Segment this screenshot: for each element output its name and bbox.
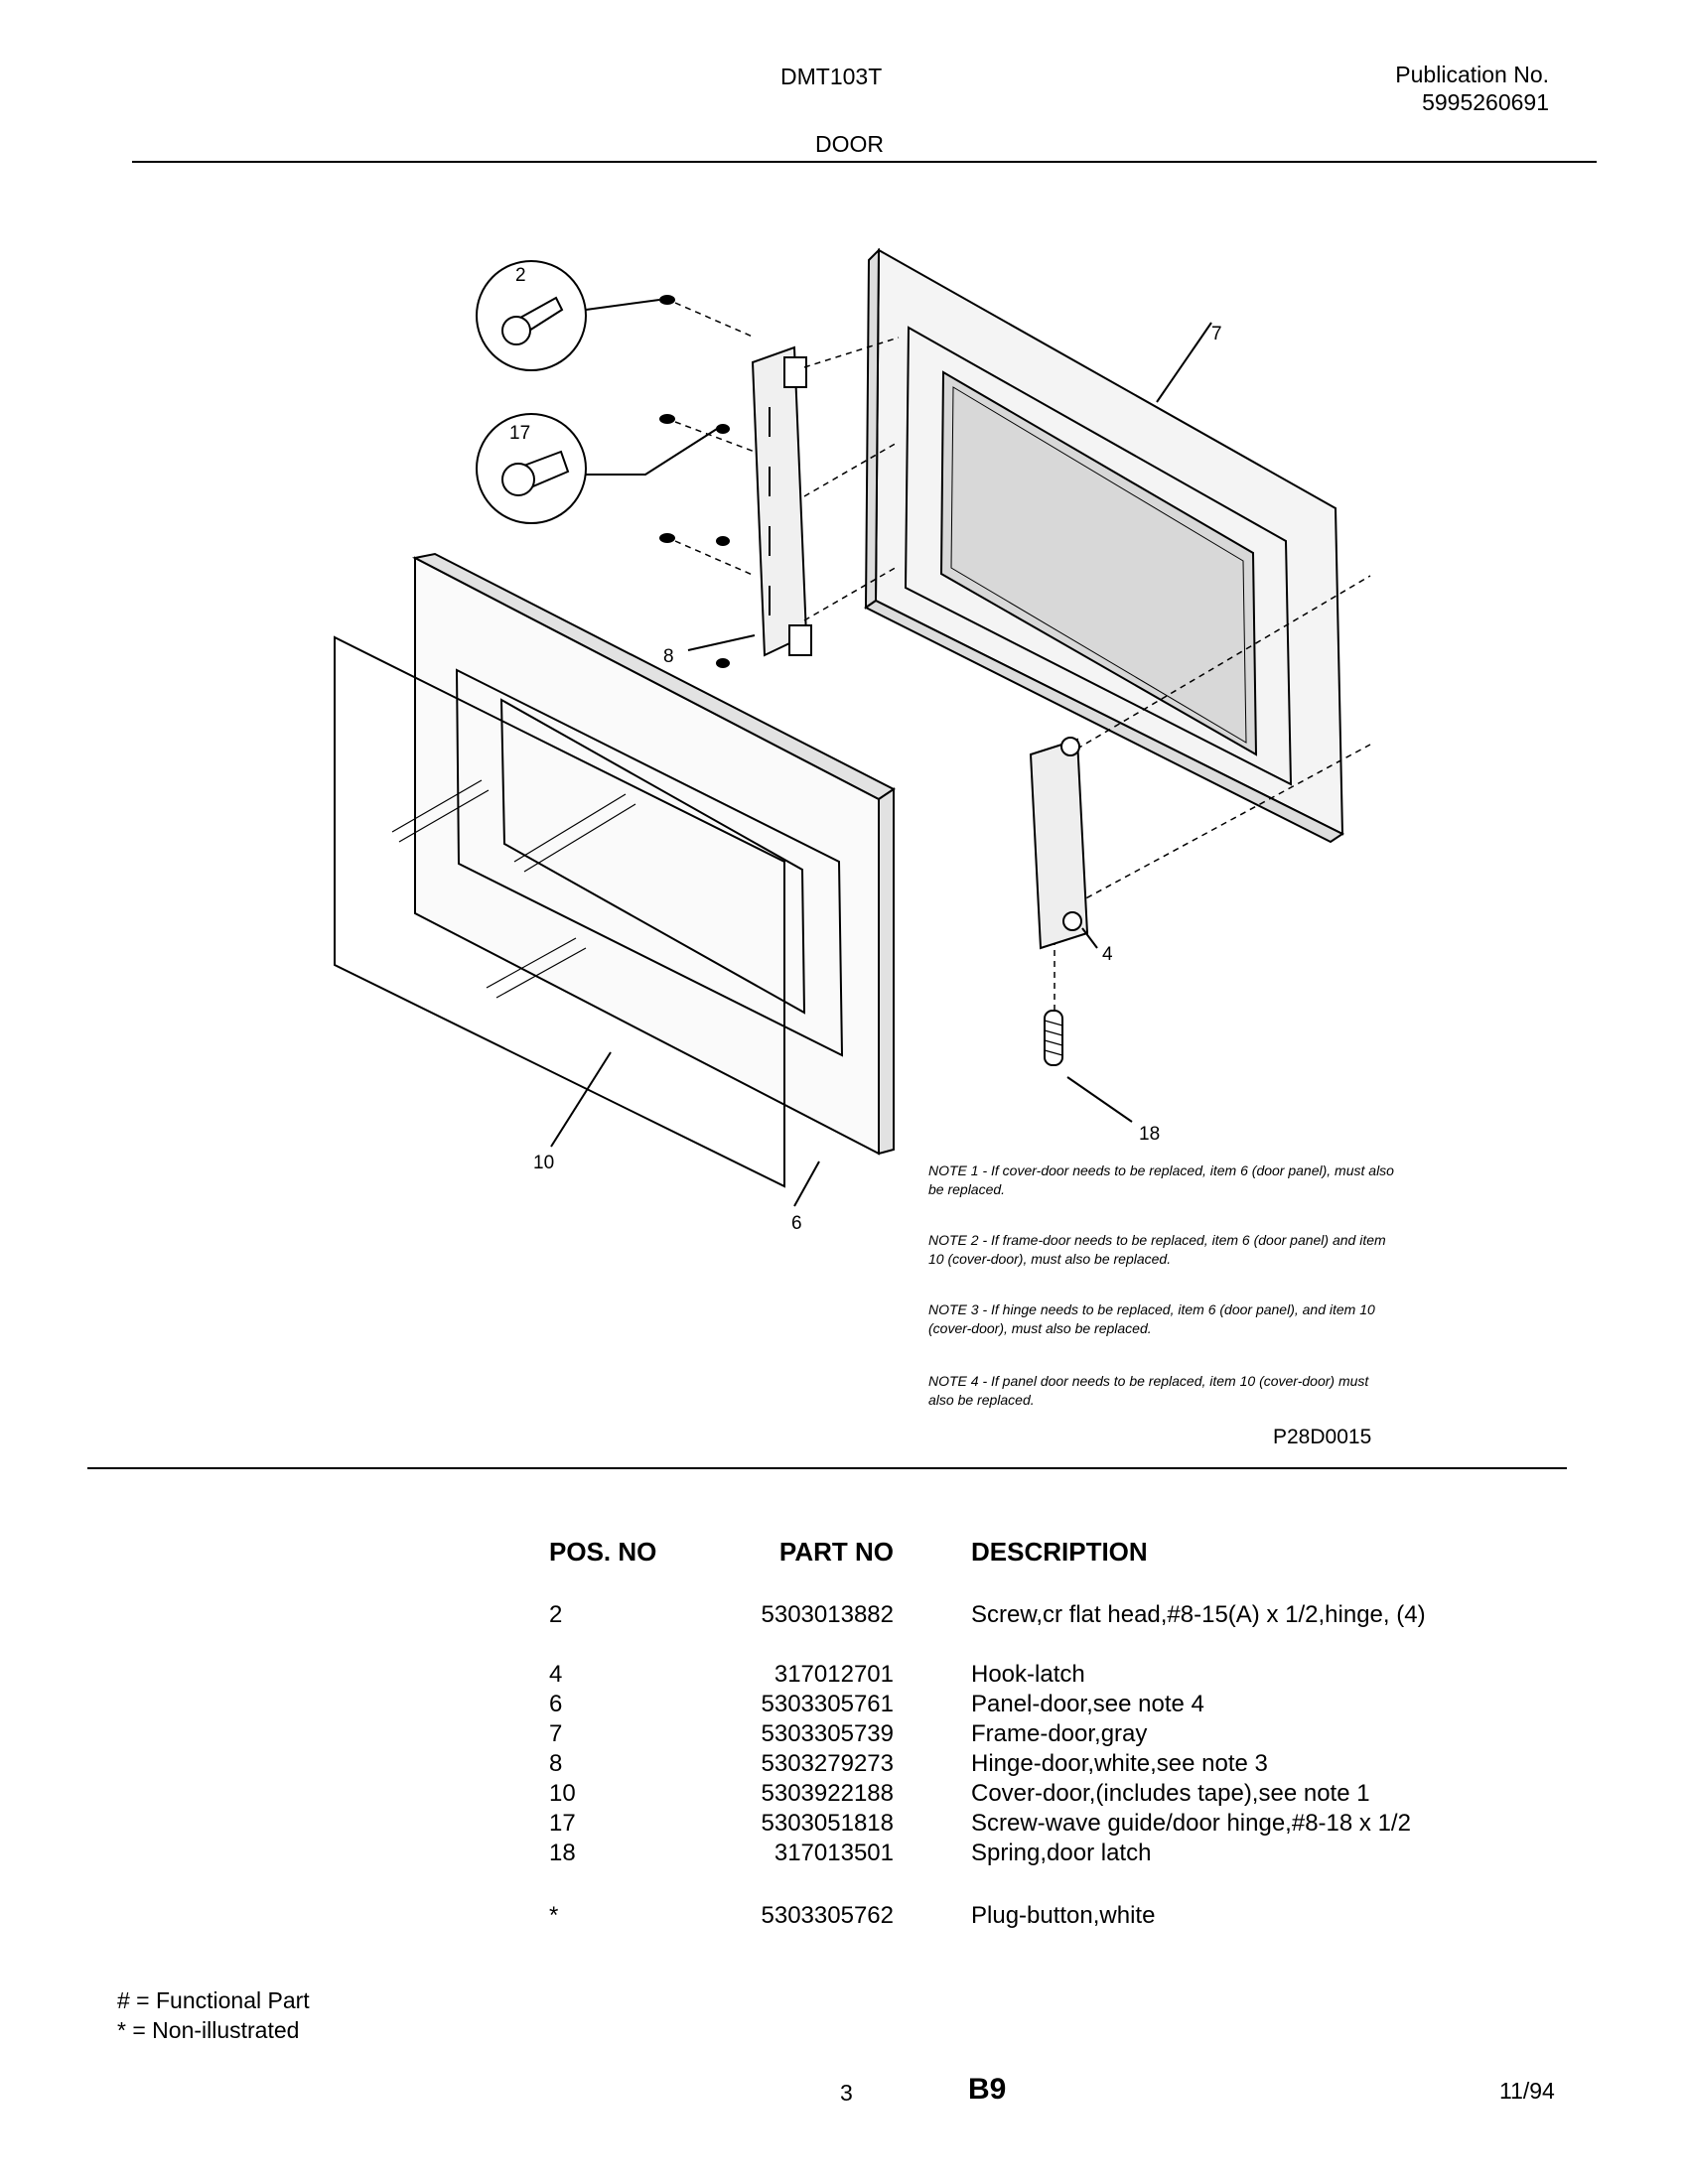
row-desc: Hook-latch xyxy=(971,1661,1085,1688)
row-desc: Hinge-door,white,see note 3 xyxy=(971,1750,1268,1777)
row-part: 317012701 xyxy=(774,1661,894,1688)
row-pos: 17 xyxy=(549,1810,576,1837)
callout-18: 18 xyxy=(1139,1124,1160,1145)
legend-non-illustrated: * = Non-illustrated xyxy=(117,2017,300,2043)
callout-10: 10 xyxy=(533,1153,554,1173)
note-1: NOTE 1 - If cover-door needs to be repla… xyxy=(928,1162,1394,1197)
row-part: 5303279273 xyxy=(761,1750,894,1777)
legend-functional-part: # = Functional Part xyxy=(117,1987,310,2013)
page-number: 3 xyxy=(840,2080,853,2106)
frame-door-part xyxy=(864,247,1344,844)
publication-label: Publication No. xyxy=(1395,62,1549,87)
row-part: 5303051818 xyxy=(761,1810,894,1837)
note-2: NOTE 2 - If frame-door needs to be repla… xyxy=(928,1232,1386,1267)
callout-17: 17 xyxy=(509,423,530,444)
callout-8: 8 xyxy=(663,646,674,667)
row-desc: Plug-button,white xyxy=(971,1902,1156,1929)
table-rule xyxy=(87,1467,1567,1469)
callout-2: 2 xyxy=(515,265,526,286)
section-title: DOOR xyxy=(815,131,884,157)
door-exploded-diagram: 2 17 7 8 4 18 10 6 xyxy=(334,247,1371,1234)
header-rule xyxy=(132,161,1597,163)
publication-number: 5995260691 xyxy=(1422,89,1549,115)
callout-6: 6 xyxy=(791,1213,802,1234)
row-pos: 7 xyxy=(549,1720,563,1747)
row-desc: Screw,cr flat head,#8-15(A) x 1/2,hinge,… xyxy=(971,1601,1426,1628)
row-pos: 4 xyxy=(549,1661,563,1688)
column-header-desc: DESCRIPTION xyxy=(971,1537,1148,1567)
row-desc: Spring,door latch xyxy=(971,1840,1152,1866)
row-desc: Cover-door,(includes tape),see note 1 xyxy=(971,1780,1370,1807)
row-part: 5303922188 xyxy=(761,1780,894,1807)
row-part: 5303305761 xyxy=(761,1691,894,1717)
callout-4: 4 xyxy=(1102,944,1113,965)
panel-door-part xyxy=(412,552,896,1156)
row-pos: 18 xyxy=(549,1840,576,1866)
row-part: 5303305739 xyxy=(761,1720,894,1747)
column-header-part: PART NO xyxy=(778,1537,894,1567)
row-pos: 10 xyxy=(549,1780,576,1807)
row-desc: Frame-door,gray xyxy=(971,1720,1148,1747)
row-pos: 2 xyxy=(549,1601,563,1628)
revision-date: 11/94 xyxy=(1499,2078,1555,2104)
column-header-pos: POS. NO xyxy=(549,1537,657,1567)
row-part: 5303305762 xyxy=(761,1902,894,1929)
row-part: 5303013882 xyxy=(761,1601,894,1628)
model-number: DMT103T xyxy=(780,64,883,89)
note-3: NOTE 3 - If hinge needs to be replaced, … xyxy=(928,1301,1375,1336)
row-pos: 6 xyxy=(549,1691,563,1717)
spring-part xyxy=(1044,1010,1063,1066)
cover-door-part xyxy=(334,635,785,1188)
row-desc: Screw-wave guide/door hinge,#8-18 x 1/2 xyxy=(971,1810,1411,1837)
hinge-part xyxy=(751,345,812,657)
row-pos: * xyxy=(549,1902,559,1929)
row-pos: 8 xyxy=(549,1750,563,1777)
figure-code: P28D0015 xyxy=(1273,1426,1372,1448)
page-code: B9 xyxy=(968,2073,1007,2106)
note-4: NOTE 4 - If panel door needs to be repla… xyxy=(928,1373,1369,1408)
callout-7: 7 xyxy=(1211,324,1222,344)
row-part: 317013501 xyxy=(774,1840,894,1866)
row-desc: Panel-door,see note 4 xyxy=(971,1691,1204,1717)
